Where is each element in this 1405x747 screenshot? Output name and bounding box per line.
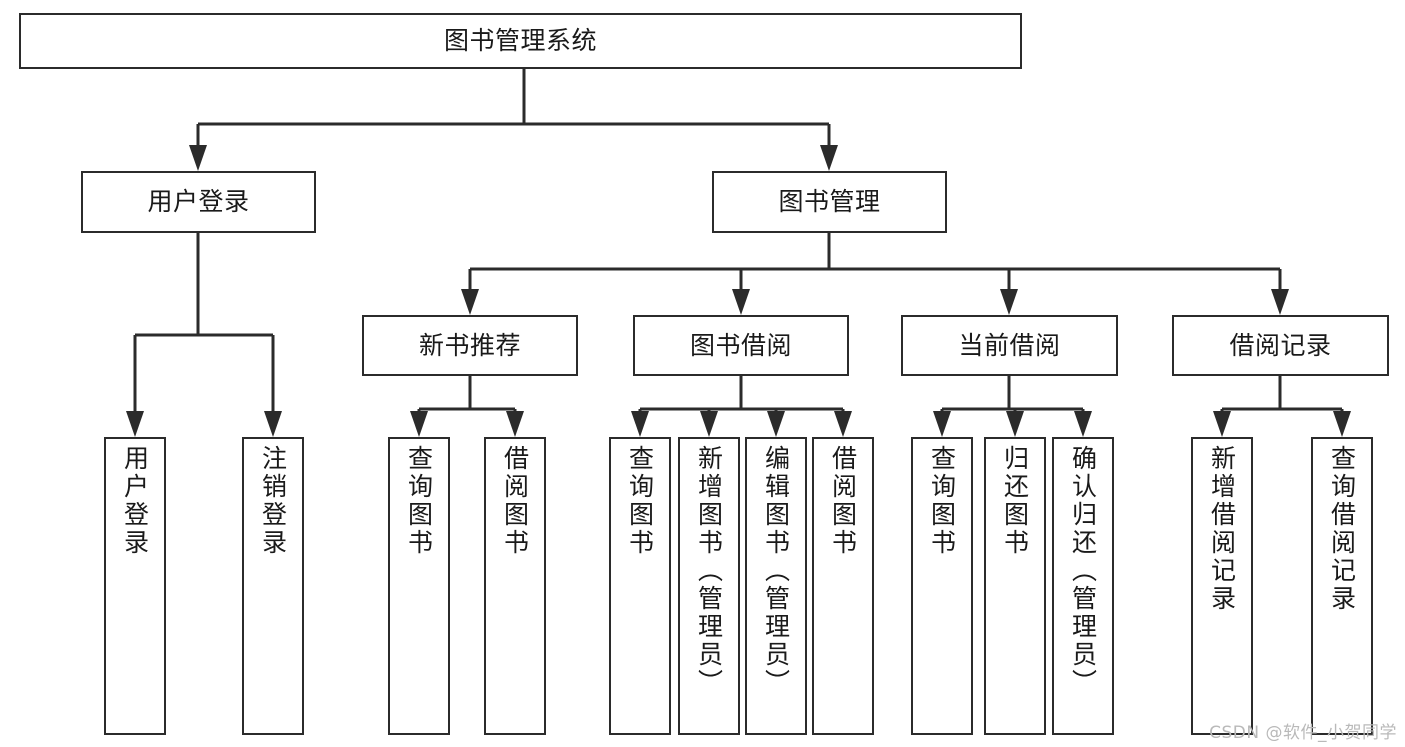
node-leaf-query-book-2[interactable]: 查询图书 [609, 437, 671, 735]
arrowhead-arrow-book-management [820, 145, 838, 171]
arrowhead-arrow-leaf-edit-book [767, 411, 785, 437]
node-label-leaf-query-book-1: 查询图书 [404, 445, 434, 557]
node-leaf-add-book[interactable]: 新增图书（管理员） [678, 437, 740, 735]
node-label-leaf-query-record: 查询借阅记录 [1327, 445, 1357, 613]
arrowhead-arrow-leaf-query-record [1333, 411, 1351, 437]
node-label-leaf-edit-book: 编辑图书（管理员） [761, 445, 791, 697]
node-label-leaf-query-book-2: 查询图书 [625, 445, 655, 557]
connector-group [126, 69, 1351, 437]
node-label-leaf-add-book: 新增图书（管理员） [694, 445, 724, 697]
node-label-root: 图书管理系统 [443, 26, 597, 56]
node-book-management[interactable]: 图书管理 [712, 171, 947, 233]
arrowhead-arrow-new-book-recommend [461, 289, 479, 315]
node-label-leaf-confirm-return: 确认归还（管理员） [1068, 445, 1098, 697]
node-label-borrow-record: 借阅记录 [1229, 330, 1332, 360]
node-leaf-query-book-1[interactable]: 查询图书 [388, 437, 450, 735]
node-label-leaf-add-record: 新增借阅记录 [1207, 445, 1237, 613]
node-label-leaf-borrow-book-1: 借阅图书 [500, 445, 530, 557]
node-leaf-edit-book[interactable]: 编辑图书（管理员） [745, 437, 807, 735]
arrowhead-arrow-book-borrow [732, 289, 750, 315]
arrowhead-arrow-leaf-confirm-return [1074, 411, 1092, 437]
arrowhead-arrow-leaf-query-book-1 [410, 411, 428, 437]
node-leaf-confirm-return[interactable]: 确认归还（管理员） [1052, 437, 1114, 735]
node-label-leaf-user-login: 用户登录 [120, 445, 150, 557]
node-label-leaf-logout: 注销登录 [258, 445, 288, 557]
node-leaf-user-login[interactable]: 用户登录 [104, 437, 166, 735]
arrowhead-arrow-current-borrow [1000, 289, 1018, 315]
arrowhead-arrow-user-login [189, 145, 207, 171]
arrowhead-arrow-leaf-add-record [1213, 411, 1231, 437]
arrowhead-arrow-leaf-query-book-2 [631, 411, 649, 437]
node-label-book-management: 图书管理 [778, 187, 881, 217]
node-book-borrow[interactable]: 图书借阅 [633, 315, 849, 376]
arrowhead-arrow-leaf-add-book [700, 411, 718, 437]
node-leaf-add-record[interactable]: 新增借阅记录 [1191, 437, 1253, 735]
node-leaf-borrow-book-2[interactable]: 借阅图书 [812, 437, 874, 735]
node-root[interactable]: 图书管理系统 [19, 13, 1022, 69]
node-leaf-query-book-3[interactable]: 查询图书 [911, 437, 973, 735]
node-label-leaf-query-book-3: 查询图书 [927, 445, 957, 557]
arrowhead-arrow-leaf-borrow-book-1 [506, 411, 524, 437]
arrowhead-arrow-borrow-record [1271, 289, 1289, 315]
node-leaf-query-record[interactable]: 查询借阅记录 [1311, 437, 1373, 735]
arrowhead-arrow-leaf-borrow-book-2 [834, 411, 852, 437]
node-label-new-book-recommend: 新书推荐 [418, 330, 521, 360]
node-user-login[interactable]: 用户登录 [81, 171, 316, 233]
node-label-user-login: 用户登录 [147, 187, 250, 217]
node-label-current-borrow: 当前借阅 [958, 330, 1061, 360]
node-label-leaf-return-book: 归还图书 [1000, 445, 1030, 557]
node-new-book-recommend[interactable]: 新书推荐 [362, 315, 578, 376]
node-borrow-record[interactable]: 借阅记录 [1172, 315, 1389, 376]
arrowhead-arrow-leaf-user-login [126, 411, 144, 437]
node-current-borrow[interactable]: 当前借阅 [901, 315, 1118, 376]
arrowhead-arrow-leaf-return-book [1006, 411, 1024, 437]
node-label-book-borrow: 图书借阅 [689, 330, 792, 360]
node-leaf-return-book[interactable]: 归还图书 [984, 437, 1046, 735]
arrowhead-arrow-leaf-query-book-3 [933, 411, 951, 437]
arrowhead-arrow-leaf-logout [264, 411, 282, 437]
node-leaf-logout[interactable]: 注销登录 [242, 437, 304, 735]
node-label-leaf-borrow-book-2: 借阅图书 [828, 445, 858, 557]
node-leaf-borrow-book-1[interactable]: 借阅图书 [484, 437, 546, 735]
